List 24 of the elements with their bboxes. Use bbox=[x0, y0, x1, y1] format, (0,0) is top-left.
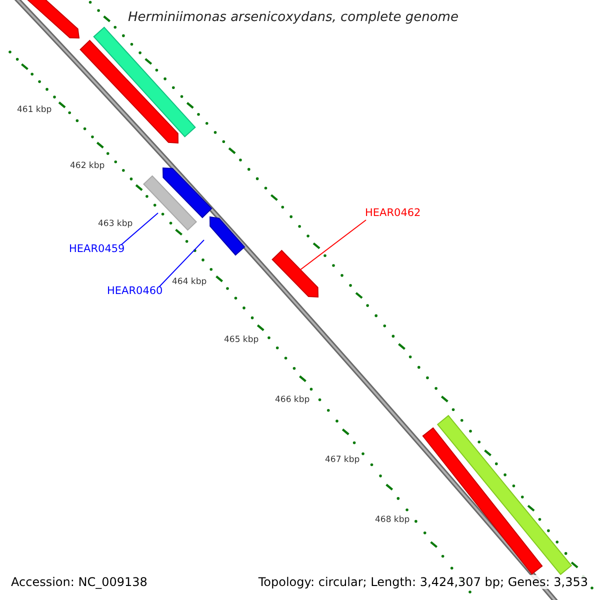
gene-feature bbox=[80, 40, 178, 144]
scale-label: 461 kbp bbox=[17, 105, 52, 115]
leader-line bbox=[300, 220, 366, 270]
scale-label: 466 kbp bbox=[275, 395, 310, 405]
gene-feature bbox=[162, 167, 212, 218]
scale-label: 463 kbp bbox=[98, 219, 133, 229]
scale-label: 465 kbp bbox=[224, 335, 259, 345]
gene-feature bbox=[272, 250, 319, 298]
scale-label: 467 kbp bbox=[325, 455, 360, 465]
leader-line bbox=[120, 212, 158, 246]
genome-info: Accession: NC_009138 bbox=[9, 575, 150, 589]
gene-label: HEAR0459 bbox=[69, 243, 125, 255]
title: Herminiimonas arsenicoxydans, complete genome bbox=[128, 10, 458, 25]
gene-feature bbox=[436, 414, 572, 576]
gene-feature bbox=[93, 26, 196, 138]
scale-label: 464 kbp bbox=[172, 277, 207, 287]
gene-label: HEAR0462 bbox=[365, 207, 421, 219]
gene-feature bbox=[143, 175, 197, 231]
scale-label: 462 kbp bbox=[70, 161, 105, 171]
scale-label: 468 kbp bbox=[375, 515, 410, 525]
genome-info: Topology: circular; Length: 3,424,307 bp; Genes: 3,353 bbox=[256, 575, 590, 589]
gene-label: HEAR0460 bbox=[107, 285, 163, 297]
gene-feature bbox=[210, 216, 246, 256]
gene-feature bbox=[422, 427, 543, 575]
